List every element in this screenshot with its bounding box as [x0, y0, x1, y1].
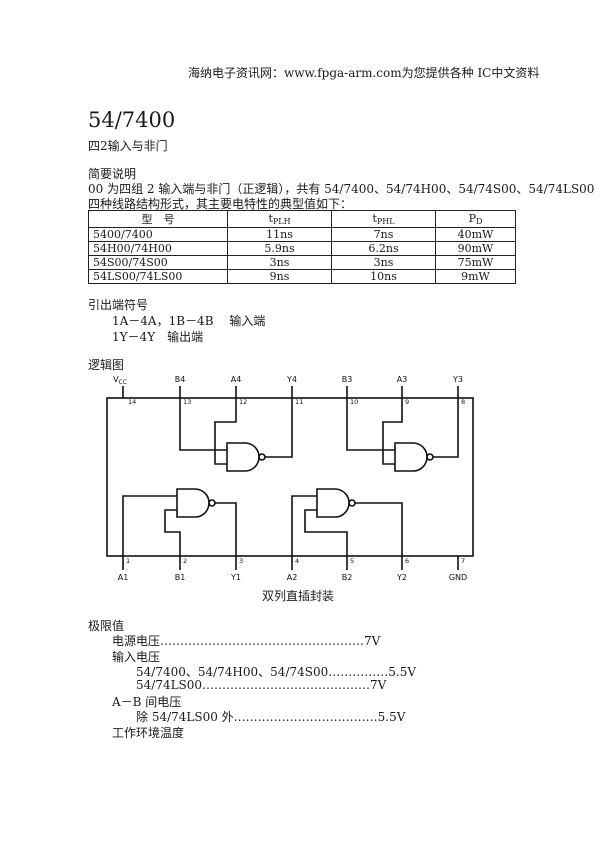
cell-tplh: 5.9ns	[227, 241, 332, 256]
page-title: 54/7400	[88, 108, 176, 132]
limits-ab-1: 除 54/74LS00 外………………………………5.5V	[136, 710, 406, 724]
limits-input-2: 54/74LS00……………………………………7V	[136, 678, 387, 692]
pin-number: 4	[295, 557, 299, 565]
pin-number: 9	[405, 398, 409, 406]
pin-label-b3: B3	[342, 375, 353, 384]
pin-number: 8	[461, 398, 465, 406]
cell-tplh: 3ns	[227, 255, 332, 270]
col-tplh: tPLH	[227, 210, 332, 228]
pin-label-b2: B2	[342, 573, 353, 582]
pin-number: 13	[183, 398, 191, 406]
pin-label-vcc: VCC	[113, 375, 127, 386]
pin-label-b1: B1	[175, 573, 186, 582]
summary-line-2: 四种线路结构形式，其主要电特性的典型值如下：	[88, 197, 353, 211]
pin-number: 10	[350, 398, 358, 406]
spec-table: 型 号 tPLH tPHL PD 5400/7400 11ns 7ns 40mW…	[88, 210, 516, 284]
col-tphl: tPHL	[331, 210, 436, 228]
pin-number: 1	[126, 557, 130, 565]
limits-input-1: 54/7400、54/74H00、54/74S00……………5.5V	[136, 665, 416, 679]
limits-temperature: 工作环境温度	[112, 726, 185, 740]
pins-heading: 引出端符号	[88, 298, 149, 312]
pin-label-a4: A4	[231, 375, 242, 384]
cell-pd: 40mW	[435, 227, 516, 242]
page-subtitle: 四2输入与非门	[88, 139, 168, 153]
limits-ab-voltage: A－B 间电压	[112, 695, 182, 709]
package-outline	[106, 397, 474, 557]
pin-label-y4: Y4	[286, 375, 297, 384]
table-header-row: 型 号 tPLH tPHL PD	[88, 210, 516, 228]
pin-number: 5	[350, 557, 354, 565]
pin-number: 14	[128, 398, 136, 406]
cell-model: 54H00/74H00	[88, 241, 228, 256]
pin-label-a1: A1	[118, 573, 129, 582]
col-model: 型 号	[88, 210, 228, 228]
pins-outputs: 1Y－4Y 输出端	[112, 330, 204, 344]
pin-number: 7	[461, 557, 465, 565]
pin-number: 11	[295, 398, 303, 406]
limits-supply: 电源电压……………………………………………7V	[112, 634, 381, 648]
cell-pd: 90mW	[435, 241, 516, 256]
cell-pd: 9mW	[435, 269, 516, 284]
pin-number: 12	[239, 398, 247, 406]
logic-heading: 逻辑图	[88, 358, 125, 372]
pin-label-a3: A3	[397, 375, 408, 384]
table-row: 5400/7400 11ns 7ns 40mW	[88, 227, 516, 242]
cell-model: 54LS00/74LS00	[88, 269, 228, 284]
cell-tphl: 7ns	[331, 227, 436, 242]
cell-tphl: 3ns	[331, 255, 436, 270]
site-header: 海纳电子资讯网：www.fpga-arm.com为您提供各种 IC中文资料	[188, 66, 540, 80]
pin-label-gnd: GND	[449, 573, 467, 582]
cell-model: 5400/7400	[88, 227, 228, 242]
cell-model: 54S00/74S00	[88, 255, 228, 270]
pin-number: 2	[183, 557, 187, 565]
summary-heading: 简要说明	[88, 167, 137, 181]
table-row: 54LS00/74LS00 9ns 10ns 9mW	[88, 269, 516, 284]
pin-number: 3	[239, 557, 243, 565]
summary-line-1: 00 为四组 2 输入端与非门（正逻辑），共有 54/7400、54/74H00…	[88, 182, 595, 196]
nand-gate-3	[394, 442, 428, 472]
pin-label-y1: Y1	[230, 573, 241, 582]
cell-pd: 75mW	[435, 255, 516, 270]
nand-gate-1	[176, 488, 210, 518]
nand-gate-4	[226, 442, 260, 472]
limits-input-voltage: 输入电压	[112, 650, 161, 664]
pin-label-y3: Y3	[452, 375, 463, 384]
cell-tplh: 11ns	[227, 227, 332, 242]
cell-tphl: 6.2ns	[331, 241, 436, 256]
nand-gate-2	[316, 488, 350, 518]
pins-inputs: 1A－4A，1B－4B 输入端	[112, 314, 266, 328]
limits-heading: 极限值	[88, 619, 125, 633]
cell-tplh: 9ns	[227, 269, 332, 284]
pin-number: 6	[405, 557, 409, 565]
pin-label-y2: Y2	[396, 573, 407, 582]
logic-diagram: VCC B4 A4 Y4 B3 A3 Y3 14 13 12 11 10 9 8…	[106, 375, 474, 582]
col-pd: PD	[435, 210, 516, 228]
table-row: 54H00/74H00 5.9ns 6.2ns 90mW	[88, 241, 516, 256]
diagram-caption: 双列直插封装	[262, 589, 335, 603]
table-row: 54S00/74S00 3ns 3ns 75mW	[88, 255, 516, 270]
pin-label-b4: B4	[175, 375, 186, 384]
cell-tphl: 10ns	[331, 269, 436, 284]
pin-label-a2: A2	[287, 573, 298, 582]
